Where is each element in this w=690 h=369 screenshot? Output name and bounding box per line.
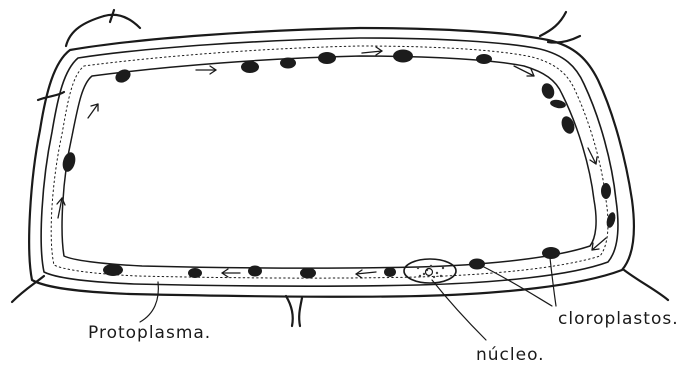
- label-nucleus: núcleo.: [476, 345, 545, 365]
- chloroplast: [469, 259, 485, 270]
- arrow-icon: [362, 47, 382, 55]
- chloroplast: [318, 52, 336, 64]
- neighbour-cell-walls: [12, 10, 668, 326]
- label-chloroplasts: cloroplastos.: [558, 309, 679, 329]
- chloroplast: [605, 211, 617, 229]
- arrow-icon: [196, 66, 216, 74]
- streaming-arrows: [57, 47, 606, 278]
- chloroplast: [103, 264, 123, 276]
- chloroplast: [248, 266, 262, 277]
- chloroplast: [549, 99, 566, 110]
- chloroplast: [476, 54, 492, 64]
- nucleus: [404, 259, 456, 283]
- chloroplast: [384, 267, 396, 277]
- arrow-icon: [514, 66, 534, 76]
- leader-line-chloroplast-1: [482, 266, 552, 306]
- chloroplast: [113, 67, 133, 85]
- chloroplast: [241, 61, 259, 73]
- chloroplast: [601, 183, 611, 199]
- chloroplast: [61, 151, 78, 173]
- label-protoplasm: Protoplasma.: [88, 323, 211, 343]
- arrow-icon: [88, 104, 98, 118]
- protoplasm-layer: [51, 46, 608, 278]
- leader-line-chloroplast-2: [550, 258, 556, 306]
- chloroplasts: [61, 50, 617, 279]
- leader-line-nucleus: [432, 280, 486, 340]
- chloroplast: [280, 58, 296, 69]
- chloroplast: [542, 247, 560, 259]
- vacuole-boundary: [62, 56, 596, 268]
- arrow-icon: [356, 270, 376, 278]
- arrow-icon: [222, 269, 240, 277]
- chloroplast: [188, 268, 202, 278]
- chloroplast: [540, 81, 557, 100]
- chloroplast: [393, 50, 413, 63]
- arrow-icon: [588, 148, 597, 164]
- leader-line-protoplasm: [140, 282, 158, 322]
- arrow-icon: [57, 198, 65, 218]
- chloroplast: [559, 114, 576, 135]
- chloroplast: [300, 268, 316, 279]
